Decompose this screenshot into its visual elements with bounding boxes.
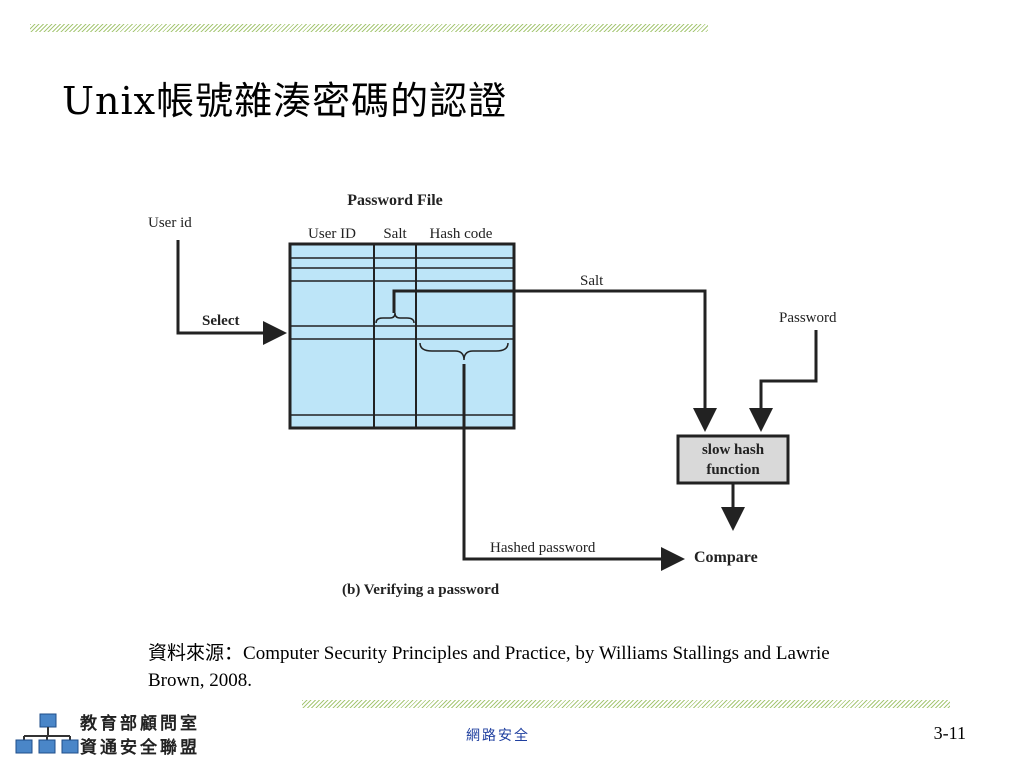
slow-hash-function-box: slow hash function [676,434,790,485]
hash-function-line2: function [706,462,760,478]
password-file-title: Password File [347,192,443,209]
organization-line1: 教育部顧問室 [80,714,200,734]
hash-function-line1: slow hash [702,442,765,458]
hashed-password-label: Hashed password [490,540,596,556]
compare-label: Compare [694,549,758,566]
password-file-table [288,242,516,430]
hashed-password-arrow [462,364,685,571]
organization-line2: 資通安全聯盟 [80,738,200,758]
bottom-decorative-band [302,700,950,708]
salt-arrow [392,289,717,432]
select-label: Select [202,313,239,329]
column-salt: Salt [383,226,407,242]
top-decorative-band [30,24,708,32]
organization-name: 教育部顧問室 資通安全聯盟 [80,712,200,760]
user-id-label: User id [148,215,192,231]
network-logo-icon [15,713,79,754]
hash-brace [419,342,509,361]
diagram-caption: (b) Verifying a password [342,582,500,598]
citation-text: Computer Security Principles and Practic… [148,643,830,691]
course-name: 網路安全 [466,728,530,744]
citation: 資料來源：Computer Security Principles and Pr… [148,640,868,694]
slide-title: Unix帳號雜湊密碼的認證 [62,79,508,123]
select-arrow [176,240,287,345]
page-number: 3-11 [933,723,966,743]
column-user-id: User ID [308,226,356,242]
citation-prefix: 資料來源： [148,643,244,664]
password-label: Password [779,310,837,326]
salt-label: Salt [580,273,604,289]
password-arrow [749,330,818,432]
column-hash-code: Hash code [430,226,493,242]
